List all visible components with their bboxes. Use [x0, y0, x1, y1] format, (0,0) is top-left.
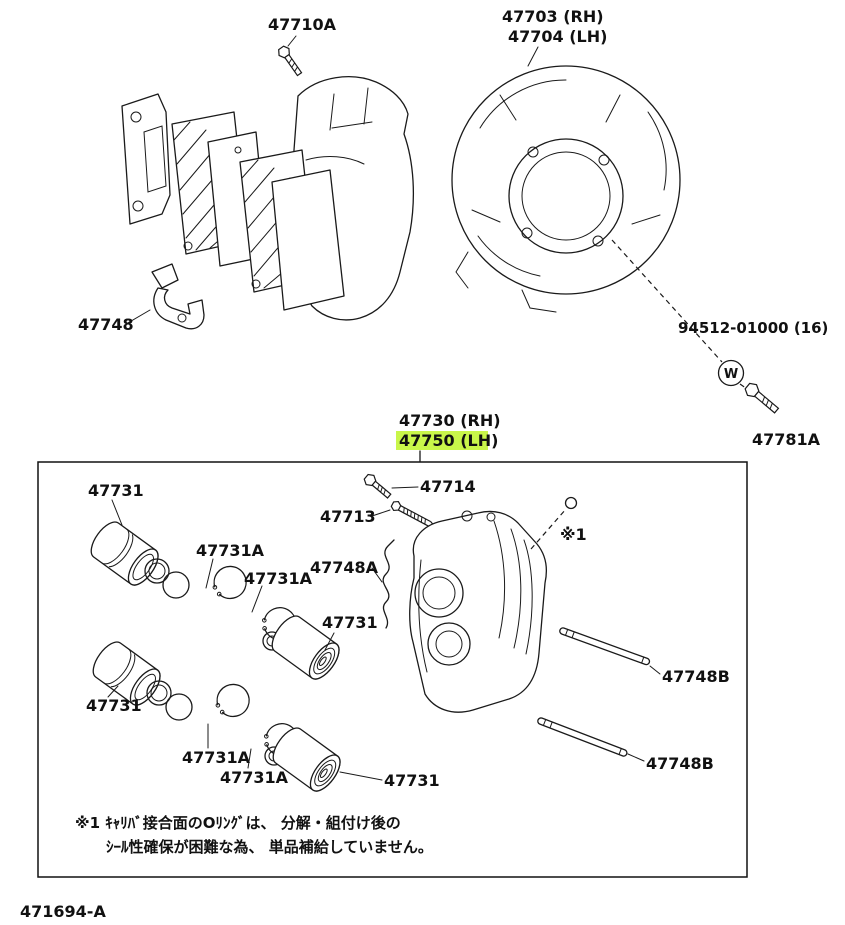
pad-clip-drawing	[382, 539, 395, 629]
slide-pin-upper-drawing	[558, 626, 652, 667]
label-47748b-2: 47748B	[646, 754, 714, 773]
label-47748: 47748	[78, 315, 134, 334]
bleeder-plug-drawing	[390, 500, 437, 528]
label-94512-01000: 94512-01000 (16)	[678, 319, 828, 337]
label-47731a-3: 47731A	[182, 748, 251, 767]
label-47731a-2: 47731A	[244, 569, 313, 588]
piston-1-drawing	[84, 516, 165, 591]
bleeder-cap-drawing	[361, 471, 394, 502]
oring-drawing	[530, 496, 578, 550]
label-47731-4: 47731	[384, 771, 440, 790]
caliper-kit-box	[37, 461, 748, 878]
label-47714: 47714	[420, 477, 476, 496]
label-47748a: 47748A	[310, 558, 379, 577]
label-47731a-1: 47731A	[196, 541, 265, 560]
label-47731-2: 47731	[322, 613, 378, 632]
label-oring-ref: ※1	[560, 525, 587, 544]
dust-cover-drawing	[451, 65, 681, 313]
figure-number: 471694-A	[20, 902, 106, 921]
label-47750-lh: 47750 (LH)	[399, 431, 498, 450]
snap-ring-1	[212, 565, 247, 600]
oring-note-line-2: ｼｰﾙ性確保が困難な為、 単品補給していません。	[106, 838, 433, 856]
label-47713: 47713	[320, 507, 376, 526]
washer-letter: W	[724, 367, 738, 382]
label-47731-3: 47731	[86, 696, 142, 715]
brake-pads-drawing	[121, 93, 345, 311]
label-47710a: 47710A	[268, 15, 337, 34]
caliper-body-drawing	[409, 510, 547, 713]
pad-support-plate-drawing	[151, 263, 205, 330]
fitting-bolt-drawing	[278, 45, 303, 77]
label-47731-1: 47731	[88, 481, 144, 500]
snap-ring-3	[215, 683, 250, 718]
oring-note-line-1: ※1 ｷｬﾘﾊﾞ接合面のOﾘﾝｸﾞは、 分解・組付け後の	[75, 814, 401, 832]
leader-lines	[107, 35, 661, 781]
seal-chain-2-drawing	[146, 680, 305, 766]
label-47703-rh: 47703 (RH)	[502, 7, 604, 26]
slide-pin-lower-drawing	[536, 716, 629, 758]
label-47704-lh: 47704 (LH)	[508, 27, 607, 46]
label-47730-rh: 47730 (RH)	[399, 411, 501, 430]
washer-and-bolt-drawing	[611, 239, 780, 414]
label-47781a: 47781A	[752, 430, 821, 449]
label-47731a-4: 47731A	[220, 768, 289, 787]
label-47748b-1: 47748B	[662, 667, 730, 686]
highlight-47750	[396, 431, 488, 450]
